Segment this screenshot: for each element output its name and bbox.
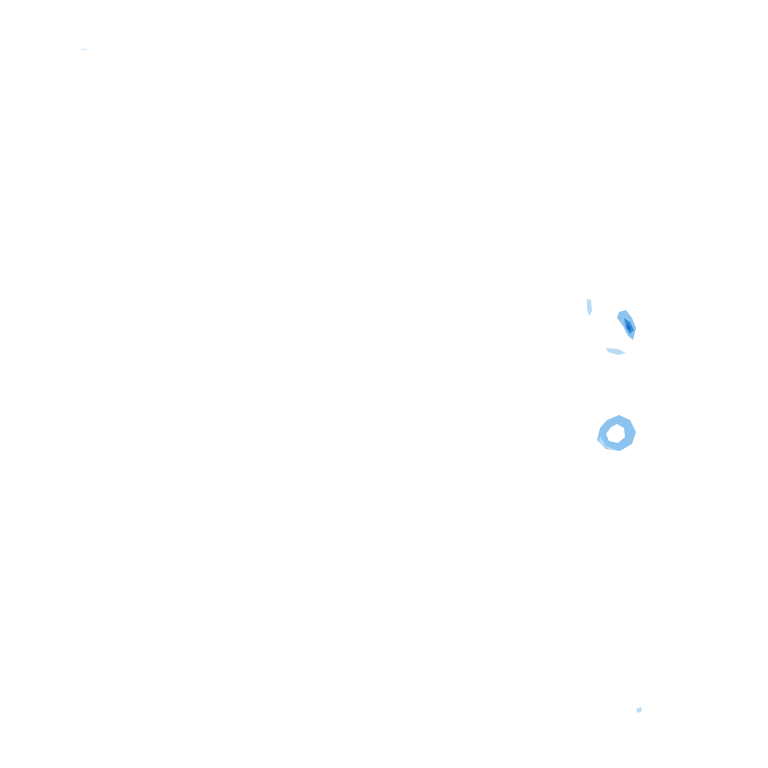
precip-cell-ring-shade: [599, 436, 616, 450]
precip-cell-bottom-right: [636, 707, 642, 713]
precip-cell-thin-streak: [587, 299, 592, 316]
precip-cell-band: [606, 348, 626, 355]
precip-cell-upper-core-inner: [627, 323, 631, 331]
precip-cell-top-left: [81, 48, 88, 51]
precip-cell-ring: [597, 415, 636, 451]
